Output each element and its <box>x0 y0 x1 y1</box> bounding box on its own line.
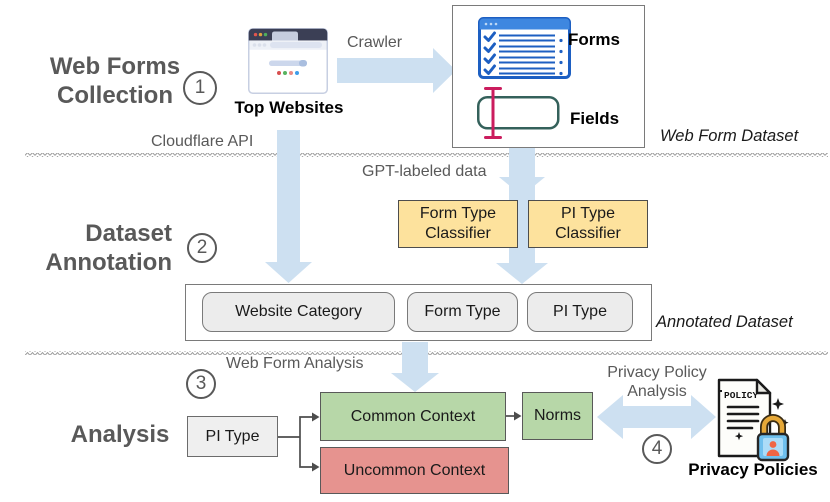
privacy-analysis-double-arrow <box>597 395 716 439</box>
gpt-data-arrowhead-mid <box>499 177 545 196</box>
common-context-box: Common Context <box>320 392 506 441</box>
website-category-pill: Website Category <box>202 292 395 332</box>
step-1-badge: 1 <box>183 71 217 105</box>
step-4-badge: 4 <box>642 434 672 464</box>
policy-doc-text: POLICY <box>724 390 759 401</box>
box-label: Classifier <box>555 225 621 242</box>
cloudflare-api-label: Cloudflare API <box>151 133 254 150</box>
pi-type-branch-connector <box>278 415 514 468</box>
checklist-form-icon <box>478 17 571 79</box>
browser-window-icon <box>248 28 328 94</box>
title-line: Dataset <box>85 220 172 247</box>
section-title-analysis: Analysis <box>70 421 170 448</box>
section-title-web-forms-collection: Web Forms Collection <box>15 52 215 110</box>
box-label: Form Type <box>419 205 497 222</box>
label-line: Analysis <box>627 383 687 400</box>
policy-document-lock-icon: POLICY <box>717 378 790 462</box>
privacy-policy-analysis-label: Privacy Policy Analysis <box>590 363 724 401</box>
crawler-arrow <box>337 48 456 93</box>
box-label: PI Type <box>561 205 615 222</box>
text-input-field-icon <box>477 87 560 139</box>
form-type-pill: Form Type <box>407 292 518 332</box>
pi-type-analysis-box: PI Type <box>187 416 278 457</box>
cloudflare-arrow <box>265 130 312 283</box>
title-line: Collection <box>56 82 173 109</box>
web-form-analysis-arrow <box>391 342 439 392</box>
connector-arrowheads <box>312 411 522 472</box>
top-websites-label: Top Websites <box>234 98 344 117</box>
web-form-analysis-label: Web Form Analysis <box>226 355 364 372</box>
annotated-dataset-label: Annotated Dataset <box>656 313 793 331</box>
label-line: Privacy Policy <box>607 364 707 381</box>
web-form-dataset-label: Web Form Dataset <box>660 127 799 145</box>
gpt-labeled-data-label: GPT-labeled data <box>362 163 487 180</box>
pi-type-classifier-box: PI Type Classifier <box>528 200 648 248</box>
step-2-badge: 2 <box>187 233 217 263</box>
pi-type-pill: PI Type <box>527 292 633 332</box>
title-line: Web Forms <box>49 53 181 80</box>
box-label: Classifier <box>425 225 491 242</box>
uncommon-context-box: Uncommon Context <box>320 447 509 494</box>
step-3-badge: 3 <box>186 369 216 399</box>
fields-label: Fields <box>570 109 620 128</box>
form-type-classifier-box: Form Type Classifier <box>398 200 518 248</box>
norms-box: Norms <box>522 392 593 440</box>
forms-label: Forms <box>568 30 620 49</box>
section-separator-1 <box>25 153 828 157</box>
crawler-label: Crawler <box>347 34 403 51</box>
section-title-dataset-annotation: Dataset Annotation <box>0 219 172 277</box>
title-line: Annotation <box>45 249 172 276</box>
privacy-policies-label: Privacy Policies <box>688 460 818 479</box>
